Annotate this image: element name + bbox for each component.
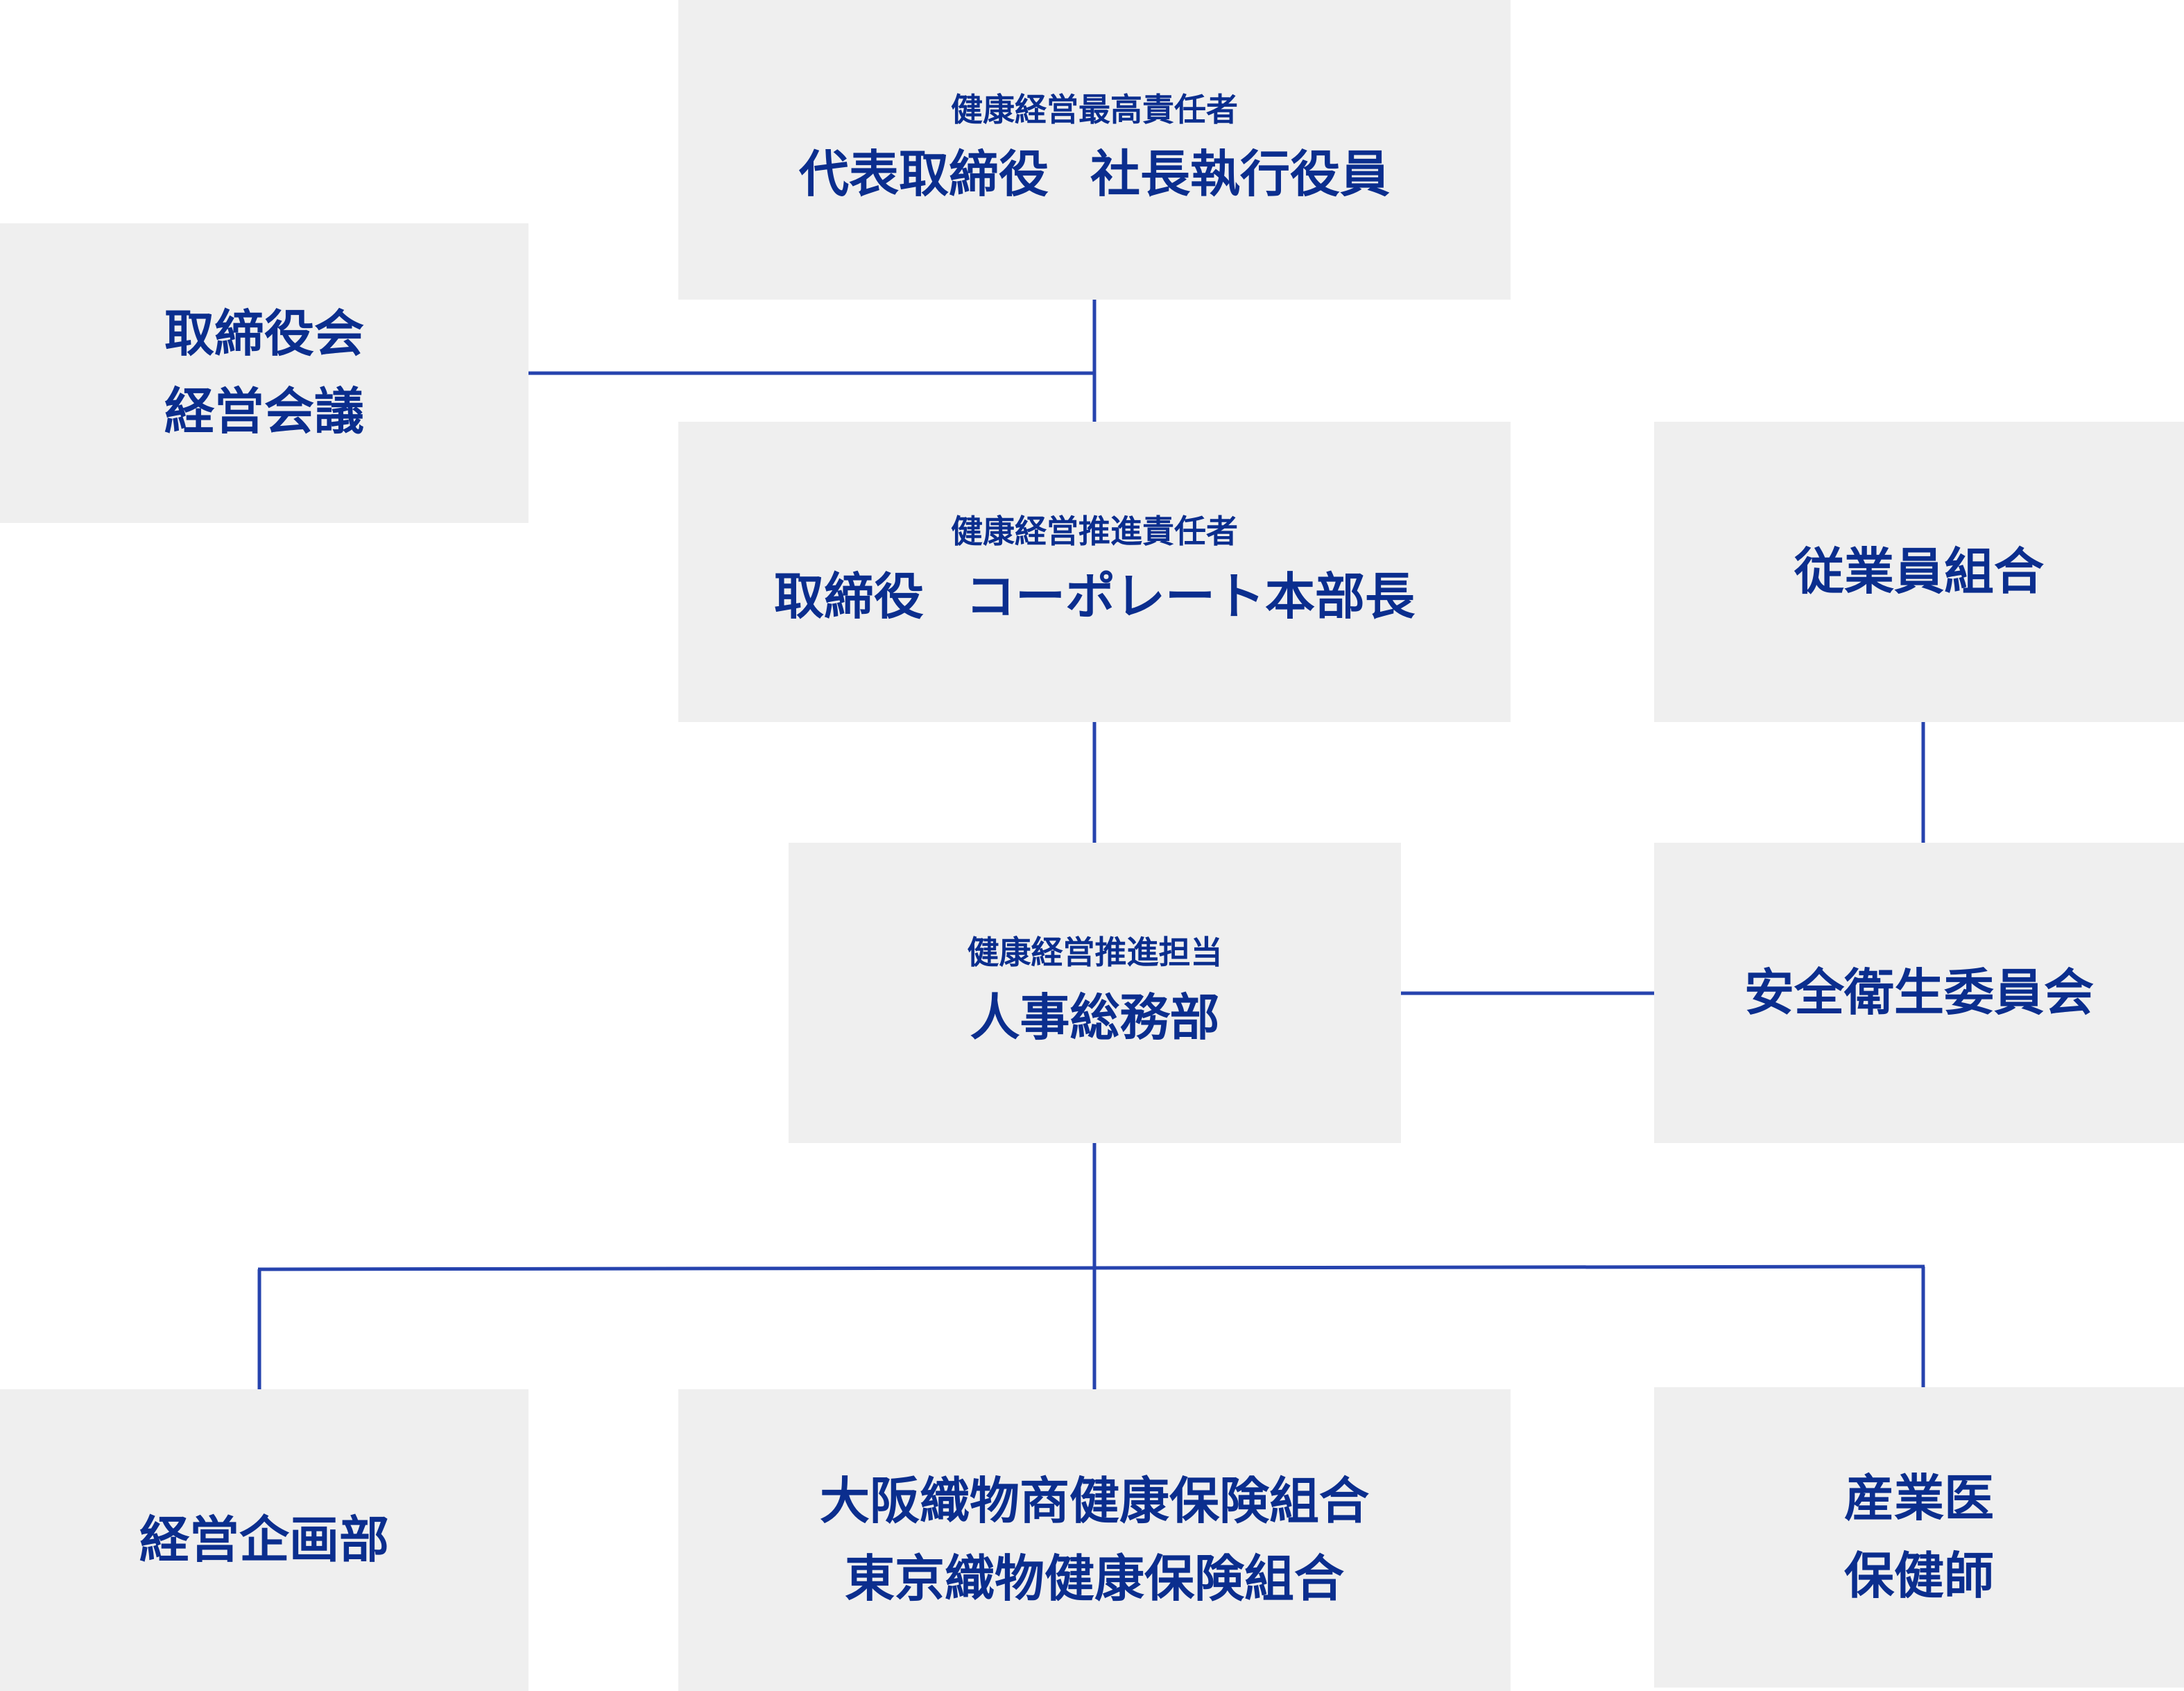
planning-name: 経営企画部 xyxy=(139,1511,389,1570)
board-line2: 経営会議 xyxy=(164,382,364,440)
promoter-title-b: コーポレート本部長 xyxy=(965,567,1416,626)
hr-name: 人事総務部 xyxy=(970,988,1220,1047)
union-box: 従業員組合 xyxy=(1654,422,2184,722)
ceo-box: 健康経営最高責任者 代表取締役社長執行役員 xyxy=(678,0,1511,300)
promoter-title-a: 取締役 xyxy=(773,567,924,626)
safety-box: 安全衛生委員会 xyxy=(1654,843,2184,1143)
promoter-role: 健康経営推進責任者 xyxy=(951,513,1238,551)
ceo-role: 健康経営最高責任者 xyxy=(951,90,1238,128)
insurance-line1: 大阪織物商健康保険組合 xyxy=(819,1471,1369,1530)
medical-box: 産業医 保健師 xyxy=(1654,1387,2184,1688)
board-box: 取締役会 経営会議 xyxy=(0,223,528,523)
union-name: 従業員組合 xyxy=(1794,542,2044,601)
connector-horizontal-bus xyxy=(257,1264,1925,1271)
promoter-box: 健康経営推進責任者 取締役コーポレート本部長 xyxy=(678,422,1511,722)
ceo-title-a: 代表取締役 xyxy=(798,145,1049,204)
safety-name: 安全衛生委員会 xyxy=(1744,963,2094,1022)
planning-box: 経営企画部 xyxy=(0,1389,528,1691)
insurance-line2: 東京織物健康保険組合 xyxy=(844,1549,1344,1608)
medical-line2: 保健師 xyxy=(1843,1546,1994,1605)
hr-role: 健康経営推進担当 xyxy=(967,934,1223,972)
ceo-title-b: 社長執行役員 xyxy=(1090,145,1391,204)
promoter-title: 取締役コーポレート本部長 xyxy=(774,562,1415,632)
medical-line1: 産業医 xyxy=(1843,1468,1994,1527)
insurance-box: 大阪織物商健康保険組合 東京織物健康保険組合 xyxy=(678,1389,1511,1691)
hr-box: 健康経営推進担当 人事総務部 xyxy=(789,843,1401,1143)
ceo-title: 代表取締役社長執行役員 xyxy=(799,139,1390,209)
board-line1: 取締役会 xyxy=(164,304,364,363)
